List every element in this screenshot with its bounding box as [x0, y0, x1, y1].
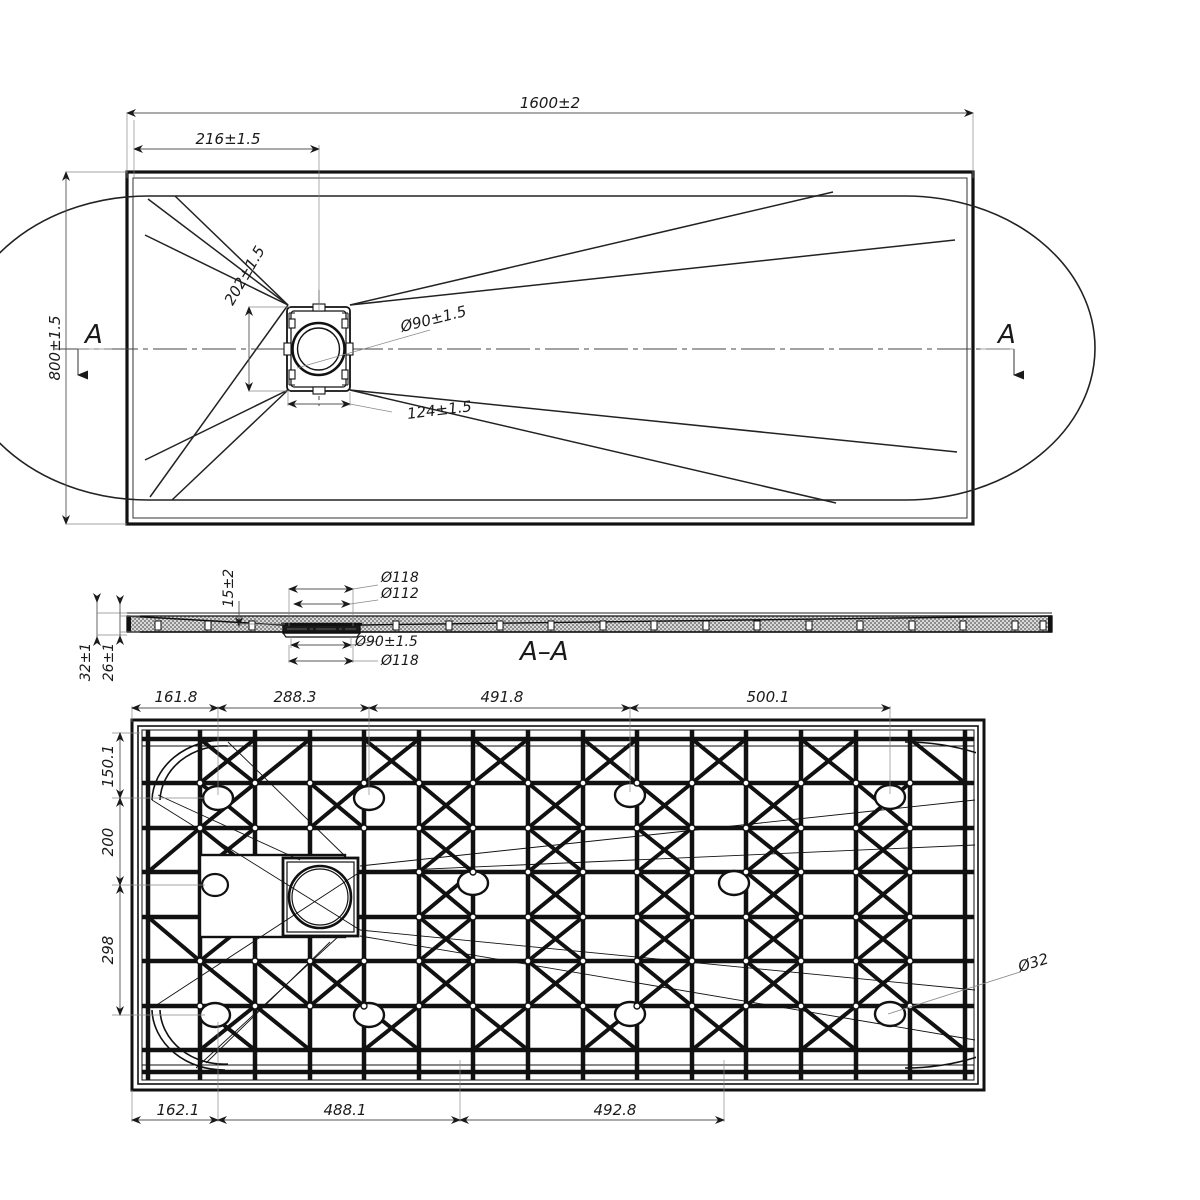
foot-hole	[873, 1000, 907, 1028]
dim-chain-left: 150.1 200 298	[99, 732, 205, 1016]
dim-label-bottom-3: 492.8	[594, 1101, 637, 1119]
dim-label-bottom-1: 162.1	[157, 1101, 200, 1119]
drain-assembly	[283, 303, 354, 395]
drain-recess-base	[282, 632, 361, 638]
dim-chain-bottom: 162.1 488.1 492.8	[131, 1022, 725, 1124]
section-rib-voids	[154, 620, 1047, 631]
rib-horizontal-thin	[142, 745, 974, 1066]
foot-holes	[198, 781, 907, 1029]
dim-drain-seat-depth: 15±2	[221, 569, 285, 627]
dim-bottom-inner: Ø90±1.5	[290, 634, 418, 650]
bottom-rib-view: 161.8 288.3 491.8 500.1 150.1 200 298	[99, 688, 1051, 1124]
dim-label-drain-seat-depth: 15±2	[221, 569, 237, 608]
foot-hole	[717, 869, 751, 897]
dim-top-outer: Ø118	[288, 570, 419, 626]
dim-label-left-2: 200	[99, 828, 117, 857]
dim-label-bottom-outer: Ø118	[380, 653, 419, 669]
section-letter-right: A	[996, 320, 1016, 350]
dim-label-bottom-inner: Ø90±1.5	[354, 634, 418, 650]
top-plan-view: 1600±2 216±1.5 800±1.5 202±1.5	[0, 94, 1096, 526]
dim-label-bottom-2: 488.1	[324, 1101, 367, 1119]
dim-total-thickness: 32±1	[78, 593, 127, 681]
dim-bottom-outer: Ø118	[288, 645, 419, 669]
rib-joint-nodes	[196, 779, 914, 1010]
bottom-tray-inner-edge	[137, 725, 979, 1085]
drain-ring-inner	[296, 327, 341, 371]
section-a-a-view: 32±1 26±1 15±2 Ø118 Ø112	[78, 569, 1053, 681]
dim-drain-offset-x: 216±1.5	[133, 120, 320, 310]
foot-hole	[200, 872, 230, 898]
dim-label-top-outer: Ø118	[380, 570, 419, 586]
dim-overall-length: 1600±2	[126, 94, 974, 178]
drain-corner-marks	[288, 312, 349, 386]
bottom-tray-rim	[141, 729, 975, 1081]
drain-ring-outer	[291, 321, 346, 377]
bottom-tray-outline	[130, 718, 986, 1092]
dim-label-left-3: 298	[99, 936, 117, 965]
tray-inner-edge	[132, 177, 968, 519]
rib-network	[142, 730, 976, 1080]
dim-panel-thickness: 26±1	[101, 595, 140, 681]
slope-fold-lines	[144, 191, 958, 504]
foot-hole	[352, 1001, 386, 1029]
floor-boundary	[0, 195, 1096, 501]
dim-label-top-2: 288.3	[274, 688, 317, 706]
dim-label-overall-length: 1600±2	[520, 94, 580, 112]
section-view-label: A–A	[518, 637, 569, 667]
section-marker-right: A	[980, 320, 1024, 380]
dim-overall-width: 800±1.5	[46, 171, 127, 525]
dim-top-inner: Ø112	[293, 586, 419, 608]
dim-label-left-1: 150.1	[99, 745, 117, 788]
tray-outline	[125, 170, 975, 526]
thin-projection-lines	[151, 741, 976, 1069]
section-marker-left: A	[77, 320, 112, 380]
dim-chain-top: 161.8 288.3 491.8 500.1	[131, 688, 891, 795]
drain-circle-inner	[291, 868, 349, 926]
dim-label-total-thickness: 32±1	[78, 643, 94, 681]
dim-label-panel-thickness: 26±1	[101, 643, 117, 681]
rib-vertical-main	[145, 730, 968, 1080]
section-letter-left: A	[83, 320, 103, 350]
rib-diagonal-bracing	[146, 737, 967, 1052]
slab-left-cap	[127, 616, 131, 632]
dim-label-top-4: 500.1	[747, 688, 790, 706]
slab-right-cap	[1048, 616, 1052, 632]
drain-circle-outer	[287, 864, 353, 930]
dim-label-top-inner: Ø112	[380, 586, 419, 602]
dim-label-overall-width: 800±1.5	[46, 315, 64, 380]
dim-label-top-3: 491.8	[481, 688, 524, 706]
dim-label-drain-offset-x: 216±1.5	[195, 130, 260, 148]
dim-label-top-1: 161.8	[155, 688, 198, 706]
